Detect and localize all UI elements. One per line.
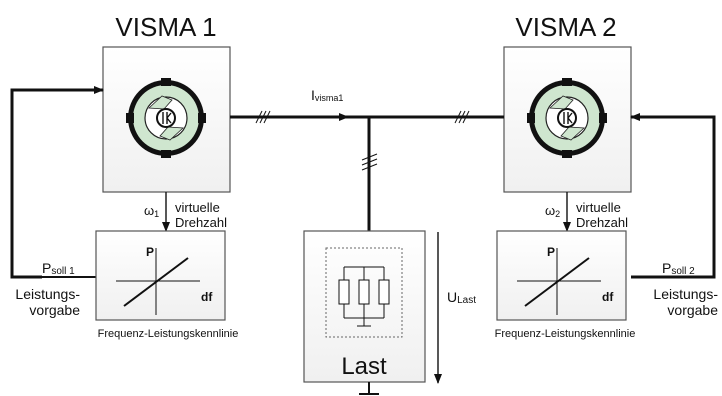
- kennlinie-caption-right: Frequenz-Leistungskennlinie: [495, 328, 636, 340]
- omega-2-label: ω2: [545, 203, 560, 219]
- leistung-right-line1: Leistungs-: [653, 286, 718, 302]
- kennlinie-box-left: [95, 230, 226, 321]
- leistung-left-line1: Leistungs-: [15, 286, 80, 302]
- virtual-speed-left-line2: Drehzahl: [175, 215, 227, 230]
- synchronous-machine-1-icon: [126, 78, 206, 158]
- virtual-speed-left-line1: virtuelle: [175, 200, 220, 215]
- title-visma-2: VISMA 2: [515, 12, 616, 42]
- virtual-speed-right-line2: Drehzahl: [576, 215, 628, 230]
- kennlinie-caption-left: Frequenz-Leistungskennlinie: [98, 328, 239, 340]
- voltage-label: ULast: [447, 289, 476, 306]
- leistung-right-line2: vorgabe: [667, 302, 718, 318]
- current-label: Ivisma1: [311, 87, 343, 103]
- kennlinie-box-right: [496, 230, 627, 321]
- load-label: Last: [341, 353, 387, 380]
- leistung-left-line2: vorgabe: [29, 302, 80, 318]
- synchronous-machine-2-icon: [527, 78, 607, 158]
- feedback-line-right: [630, 113, 716, 279]
- feedback-line-left: [10, 86, 104, 279]
- kennlinie-right-p-label: P: [547, 245, 555, 259]
- kennlinie-right-df-label: df: [602, 290, 614, 304]
- psoll-2-label: Psoll 2: [662, 260, 695, 277]
- three-phase-mark-right: [454, 110, 470, 124]
- kennlinie-left-df-label: df: [201, 290, 213, 304]
- resistor-network-icon: [338, 266, 390, 327]
- load-inner-box: [325, 247, 403, 338]
- three-phase-mark-load: [361, 153, 378, 171]
- title-visma-1: VISMA 1: [115, 12, 216, 42]
- omega-1-label: ω1: [144, 203, 159, 219]
- virtual-speed-right-line1: virtuelle: [576, 200, 621, 215]
- psoll-1-label: Psoll 1: [42, 260, 75, 277]
- kennlinie-left-p-label: P: [146, 245, 154, 259]
- kennlinie-graph-right: [517, 248, 601, 315]
- kennlinie-graph-left: [116, 248, 200, 315]
- three-phase-mark-left: [255, 110, 271, 124]
